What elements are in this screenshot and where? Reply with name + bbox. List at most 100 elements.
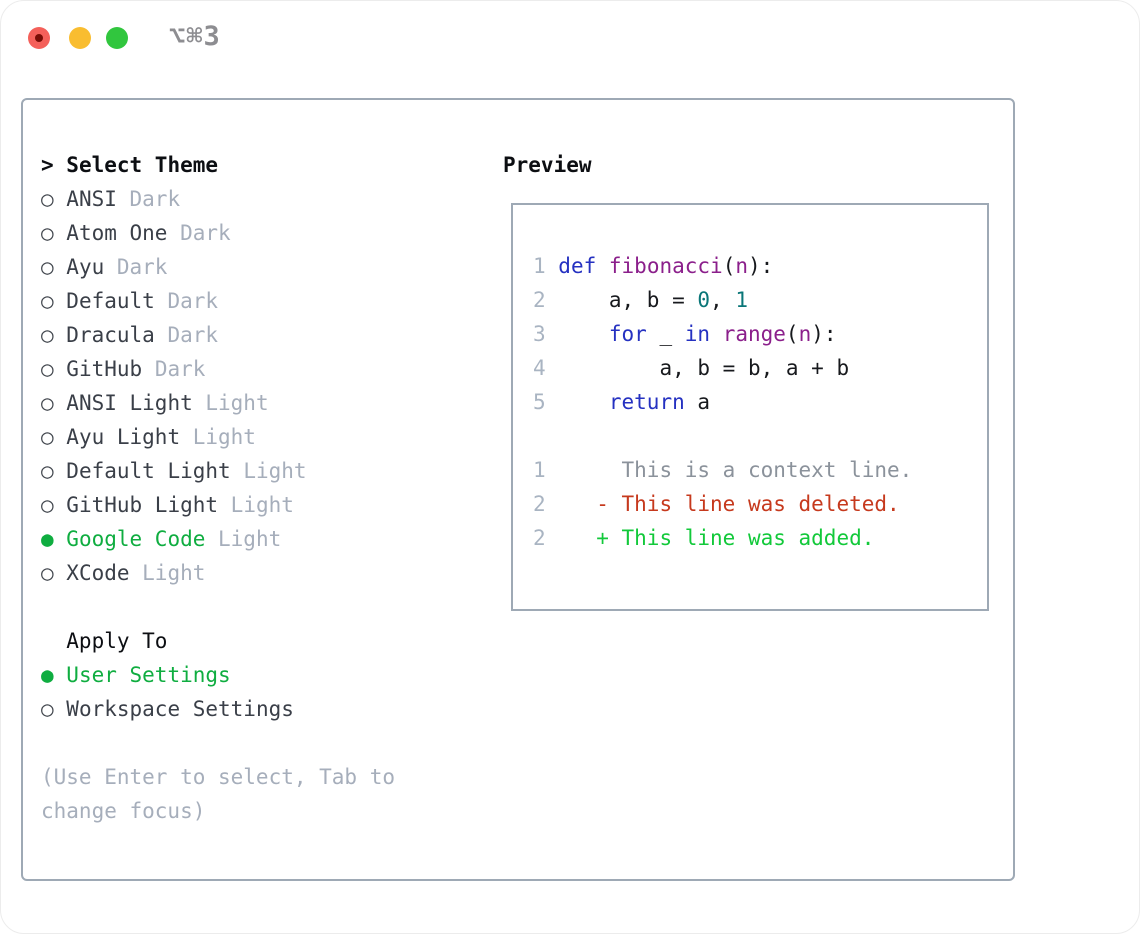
apply-to-list: ● User Settings○ Workspace Settings [41,658,465,726]
minimize-button[interactable] [69,27,91,49]
code-line: 3 for _ in range(n): [533,317,987,351]
code-token: ): [748,254,774,278]
radio-icon: ○ [41,561,67,585]
theme-option-atom-one-dark[interactable]: ○ Atom One Dark [41,216,465,250]
radio-icon: ○ [41,459,67,483]
code-token: ( [722,254,736,278]
code-token [710,322,723,346]
theme-name: GitHub Light [66,493,231,517]
theme-option-dracula-dark[interactable]: ○ Dracula Dark [41,318,465,352]
theme-name: XCode [66,561,143,585]
theme-option-ayu-dark[interactable]: ○ Ayu Dark [41,250,465,284]
preview-header: Preview [503,153,592,177]
theme-selector-column: > Select Theme ○ ANSI Dark○ Atom One Dar… [41,148,465,828]
main-panel: > Select Theme ○ ANSI Dark○ Atom One Dar… [21,98,1015,881]
theme-name: Default Light [66,459,244,483]
apply-to-header: Apply To [41,629,168,653]
code-line: 4 a, b = b, a + b [533,351,987,385]
theme-name: GitHub [66,357,155,381]
theme-name: Google Code [66,527,219,551]
code-token: n [735,254,748,278]
theme-name: Atom One [66,221,181,245]
apply-option-label: Workspace Settings [66,697,294,721]
theme-variant: Light [218,527,282,551]
code-line: 2 a, b = 0, 1 [533,283,987,317]
theme-option-github-dark[interactable]: ○ GitHub Dark [41,352,465,386]
code-token: a [684,390,711,414]
code-token [558,322,609,346]
theme-option-xcode-light[interactable]: ○ XCode Light [41,556,465,590]
line-number: 3 [533,322,559,346]
theme-option-ansi-light-light[interactable]: ○ ANSI Light Light [41,386,465,420]
theme-list-header: > Select Theme [41,148,465,182]
line-number: 5 [533,390,559,414]
diff-line: 2 - This line was deleted. [533,487,987,521]
window-title: ⌥⌘3 [169,21,221,52]
theme-variant: Dark [116,255,168,279]
line-number: 2 [533,526,559,550]
code-token: range [722,322,786,346]
prompt-icon: > [41,153,67,177]
radio-icon: ○ [41,697,67,721]
diff-line: 1 This is a context line. [533,453,987,487]
code-token: ): [811,322,837,346]
code-token: a, b = [558,288,698,312]
code-line: 5 return a [533,385,987,419]
radio-icon: ○ [41,221,67,245]
close-button[interactable] [28,27,50,49]
theme-list: ○ ANSI Dark○ Atom One Dark○ Ayu Dark○ De… [41,182,465,590]
theme-option-google-code-light[interactable]: ● Google Code Light [41,522,465,556]
apply-option-label: User Settings [66,663,231,687]
radio-icon: ○ [41,289,67,313]
theme-option-default-light-light[interactable]: ○ Default Light Light [41,454,465,488]
close-dot-icon [35,34,43,42]
diff-line: 2 + This line was added. [533,521,987,555]
line-number: 1 [533,458,559,482]
theme-variant: Dark [167,289,219,313]
radio-icon: ● [41,527,67,551]
radio-icon: ○ [41,323,67,347]
theme-name: Ayu [66,255,117,279]
theme-name: ANSI [66,187,130,211]
theme-variant: Dark [154,357,206,381]
code-token: return [608,390,685,414]
line-number: 2 [533,492,559,516]
theme-option-default-dark[interactable]: ○ Default Dark [41,284,465,318]
code-token: - This line was deleted. [558,492,900,516]
radio-icon: ○ [41,493,67,517]
code-token [596,254,609,278]
code-token: 1 [735,288,748,312]
code-token: for [608,322,647,346]
code-token: a, b = b, a + b [558,356,850,380]
radio-icon: ○ [41,357,67,381]
theme-name: Default [66,289,168,313]
theme-variant: Light [142,561,206,585]
line-number: 2 [533,288,559,312]
code-line: 1 def fibonacci(n): [533,249,987,283]
code-token: in [684,322,711,346]
radio-icon: ○ [41,391,67,415]
theme-name: Ayu Light [66,425,193,449]
theme-name: ANSI Light [66,391,206,415]
code-token: ( [785,322,799,346]
diff-preview: 1 This is a context line.2 - This line w… [533,453,987,555]
theme-variant: Dark [129,187,181,211]
code-token: This is a context line. [558,458,913,482]
theme-variant: Light [205,391,269,415]
zoom-button[interactable] [106,27,128,49]
theme-list-title: Select Theme [66,153,219,177]
theme-option-ayu-light-light[interactable]: ○ Ayu Light Light [41,420,465,454]
code-token: fibonacci [608,254,723,278]
code-token: , [710,288,736,312]
theme-option-github-light-light[interactable]: ○ GitHub Light Light [41,488,465,522]
theme-option-ansi-dark[interactable]: ○ ANSI Dark [41,182,465,216]
apply-option-workspace-settings[interactable]: ○ Workspace Settings [41,692,465,726]
theme-variant: Dark [167,323,219,347]
code-token: _ [646,322,685,346]
spacer [533,419,987,453]
code-token: def [558,254,597,278]
apply-option-user-settings[interactable]: ● User Settings [41,658,465,692]
keyboard-hint: (Use Enter to select, Tab to change focu… [41,765,396,823]
